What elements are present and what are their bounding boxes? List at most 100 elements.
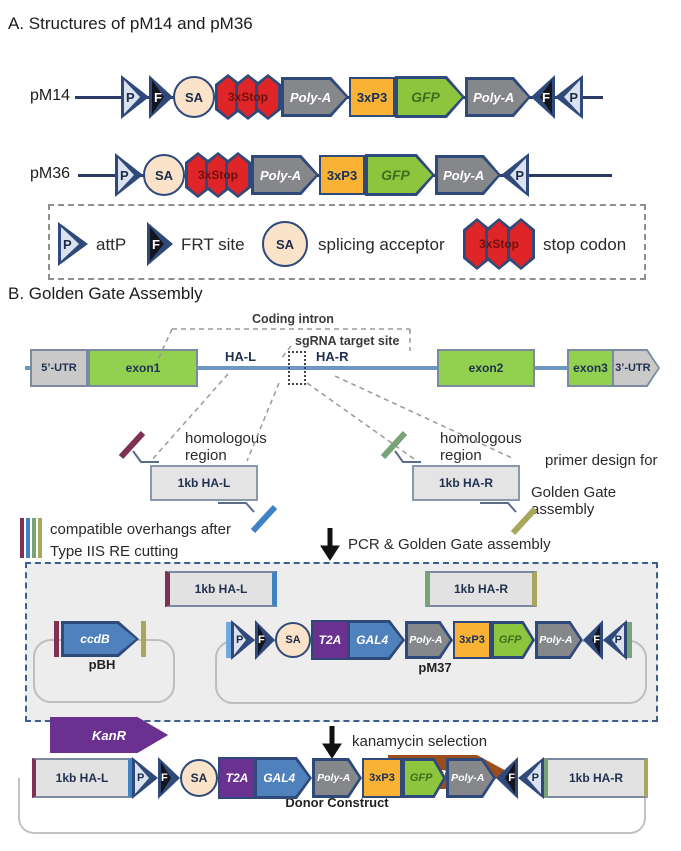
utr5-box: 5’-UTR: [30, 349, 88, 387]
pm36-label: pM36: [30, 165, 71, 182]
exon2-box: exon2: [437, 349, 535, 387]
splice-acceptor-circle: SA: [143, 154, 185, 196]
stop-hexagon: [225, 152, 251, 198]
sgrna-target-label: sgRNA target site: [295, 334, 400, 348]
gfp-arrow: GFP: [365, 154, 435, 196]
t2a-box: T2A: [218, 757, 256, 799]
p3-promoter-box: 3xP3: [453, 621, 491, 659]
primer-hook-hal-bottom: [218, 502, 255, 513]
donor-har-box: 1kb HA-R: [544, 758, 648, 798]
frt-triangle: F: [147, 222, 173, 266]
stop-hexagon: [215, 74, 241, 120]
kanamycin-step-label: kanamycin selection: [352, 733, 488, 750]
homologous-region-right-label: homologous region: [440, 430, 522, 464]
hal-primer-box: 1kb HA-L: [150, 465, 258, 501]
pm14-construct: P F SA 3xStop Poly-A 3xP3 GFP Poly-A: [121, 74, 583, 120]
maroon-overhang-bar: [54, 621, 59, 657]
coding-intron-label: Coding intron: [252, 312, 334, 326]
gfp-arrow: GFP: [491, 621, 535, 659]
polya-arrow: Poly-A: [405, 621, 453, 659]
exon1-box: exon1: [88, 349, 198, 387]
frt-triangle: F: [158, 757, 180, 799]
polya-arrow: Poly-A: [281, 77, 349, 117]
attp-triangle: P: [231, 620, 255, 660]
polya-arrow: Poly-A: [435, 155, 501, 195]
p3-promoter-box: 3xP3: [362, 758, 402, 798]
legend-stop: 3xStop stop codon: [463, 218, 626, 270]
primer-design-note-line2: Golden Gate assembly: [531, 484, 617, 518]
kanr-arrow: KanR: [50, 717, 168, 753]
p3-promoter-box: 3xP3: [349, 77, 395, 117]
blue-overhang-bar: [26, 518, 30, 558]
ha-r-label: HA-R: [316, 349, 349, 364]
polya-arrow: Poly-A: [251, 155, 319, 195]
homologous-region-left-label: homologous region: [185, 430, 267, 464]
blue-primer-bar: [250, 504, 278, 534]
overhang-note-line1: compatible overhangs after: [50, 521, 231, 538]
overhang-note-line2: Type IIS RE cutting: [50, 543, 179, 560]
splice-acceptor-circle: SA: [173, 76, 215, 118]
maroon-primer-bar: [118, 430, 146, 460]
har-primer-box: 1kb HA-R: [412, 465, 520, 501]
cut-site-dotted-box: [288, 351, 306, 385]
blue-overhang-bar: [226, 622, 231, 658]
pcr-step-label: PCR & Golden Gate assembly: [348, 536, 551, 553]
donor-construct: 1kb HA-L P F SA T2A GAL4 Poly-A 3xP3: [32, 756, 648, 800]
olive-overhang-bar: [141, 621, 146, 657]
stop-hexagon: [255, 74, 281, 120]
legend-attp: P attP: [58, 222, 126, 266]
primer-hook-har-bottom: [480, 502, 517, 513]
fan-line-har-left: [306, 382, 418, 462]
frt-label: FRT site: [181, 234, 245, 254]
attp-triangle: P: [501, 153, 529, 197]
pm14-label: pM14: [30, 87, 71, 104]
utr3-arrow: 3’-UTR: [612, 349, 660, 387]
frt-triangle: F: [255, 620, 275, 660]
stop-hexagon: [507, 218, 535, 270]
splice-acceptor-circle: SA: [275, 622, 311, 658]
assembly-har-box: 1kb HA-R: [425, 571, 537, 607]
donor-plasmid-loop: [18, 778, 646, 834]
ccdb-arrow: ccdB: [61, 621, 139, 657]
splice-acceptor-circle: SA: [180, 759, 218, 797]
p3-promoter-box: 3xP3: [319, 155, 365, 195]
olive-overhang-bar: [38, 518, 42, 558]
primer-hook-har-top: [394, 450, 421, 463]
primer-hook-hal-top: [132, 450, 159, 463]
attp-triangle: P: [132, 757, 158, 799]
green-primer-bar: [380, 430, 408, 460]
symbol-legend-box: P attP F FRT site SA splicing acceptor 3…: [48, 204, 646, 280]
polya-arrow: Poly-A: [446, 758, 496, 798]
attp-label: attP: [96, 234, 127, 254]
stop-codon-hexagons: 3xStop: [463, 218, 535, 270]
primer-design-note-line1: primer design for: [545, 452, 658, 469]
pm37-label: pM37: [418, 660, 452, 675]
attp-triangle: P: [555, 75, 583, 119]
stop-label: stop codon: [543, 234, 627, 254]
gene-line: [25, 366, 658, 370]
gfp-arrow: GFP: [402, 758, 446, 798]
pcr-step-arrowhead-icon: [320, 545, 340, 561]
legend-sa: SA splicing acceptor: [262, 220, 445, 268]
stop-codon-hexagons: 3xStop: [185, 152, 251, 198]
green-overhang-bar: [32, 518, 36, 558]
attp-triangle: P: [115, 153, 143, 197]
gfp-arrow: GFP: [395, 76, 465, 118]
polya-arrow: Poly-A: [535, 621, 583, 659]
frt-triangle: F: [531, 75, 555, 119]
donor-construct-label: Donor Construct: [285, 795, 389, 810]
donor-hal-box: 1kb HA-L: [32, 758, 132, 798]
pm36-construct: P SA 3xStop Poly-A 3xP3 GFP Poly-A P: [115, 152, 529, 198]
green-overhang-bar: [627, 622, 632, 658]
frt-triangle: F: [149, 75, 173, 119]
ha-l-label: HA-L: [225, 349, 257, 364]
maroon-overhang-bar: [20, 518, 24, 558]
stop-hexagon: [485, 218, 513, 270]
gal4-arrow: GAL4: [347, 620, 405, 660]
pm37-construct: P F SA T2A GAL4 Poly-A 3xP3 GFP Poly-: [226, 620, 632, 660]
section-a-title: A. Structures of pM14 and pM36: [8, 14, 253, 33]
attp-triangle: P: [518, 757, 544, 799]
assembly-hal-box: 1kb HA-L: [165, 571, 277, 607]
attp-triangle: P: [58, 222, 88, 266]
